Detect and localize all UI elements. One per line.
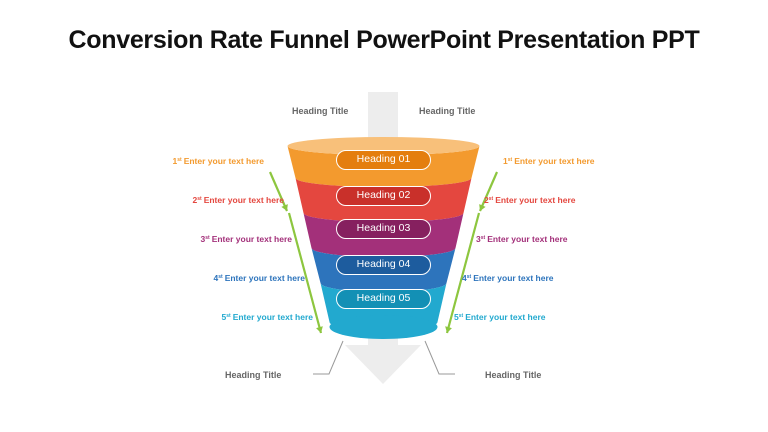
stage-number: 4 [462, 273, 467, 283]
stage-ordinal: st [205, 235, 210, 241]
right-arrow-2 [445, 212, 481, 334]
stage-heading-3: Heading 03 [336, 219, 431, 239]
stage-ordinal: st [458, 313, 464, 319]
left-arrow-2-head [316, 326, 323, 333]
stage-heading-2: Heading 02 [336, 186, 431, 206]
funnel-bottom-cap [329, 315, 438, 339]
stage-text: Enter your text here [224, 273, 305, 283]
side-arrows [268, 171, 499, 334]
stage-number: 4 [213, 273, 219, 283]
stage-text: Enter your text here [487, 234, 568, 244]
stage-ordinal: st [466, 274, 472, 280]
stage-text: Enter your text here [473, 273, 554, 283]
stage-number: 2 [484, 195, 489, 205]
stage-number: 5 [221, 312, 227, 322]
connector-right [424, 340, 455, 375]
stage-number: 2 [192, 195, 198, 205]
heading-title-top-right: Heading Title [419, 106, 476, 116]
stage-ordinal: st [226, 313, 231, 319]
heading-title-bottom-right: Heading Title [485, 370, 542, 380]
right-arrow-1 [478, 171, 499, 212]
stage-text: Enter your text here [232, 312, 313, 322]
stage-ordinal: st [177, 157, 182, 163]
connector-left [313, 340, 344, 375]
stage-ordinal: st [218, 274, 223, 280]
stage-heading-5: Heading 05 [336, 289, 431, 309]
stage-ordinal: st [488, 196, 494, 202]
stage-number: 3 [476, 234, 481, 244]
right-arrow-1-head [479, 204, 486, 211]
stage-number: 1 [172, 156, 178, 166]
stage-ordinal: st [480, 235, 486, 241]
stage-text: Enter your text here [465, 312, 546, 322]
stage-number: 5 [454, 312, 459, 322]
heading-title-top-left: Heading Title [292, 106, 349, 116]
left-arrow-1-head [281, 204, 288, 211]
heading-title-bottom-left: Heading Title [225, 370, 282, 380]
stage-number: 3 [200, 234, 206, 244]
stage-ordinal: st [197, 196, 202, 202]
stage-heading-4: Heading 04 [336, 255, 431, 275]
stage-text: Enter your text here [211, 234, 292, 244]
stage-text: Enter your text here [514, 156, 595, 166]
stage-text: Enter your text here [495, 195, 576, 205]
slide-title: Conversion Rate Funnel PowerPoint Presen… [68, 26, 700, 54]
funnel-rim [287, 137, 480, 155]
left-arrow-1 [268, 171, 289, 212]
stage-text: Enter your text here [203, 195, 284, 205]
left-arrow-2 [287, 212, 323, 334]
stage-ordinal: st [507, 157, 513, 163]
stage-text: Enter your text here [183, 156, 264, 166]
stage-number: 1 [503, 156, 508, 166]
stage-heading-1: Heading 01 [336, 150, 431, 170]
right-arrow-2-head [445, 326, 452, 333]
